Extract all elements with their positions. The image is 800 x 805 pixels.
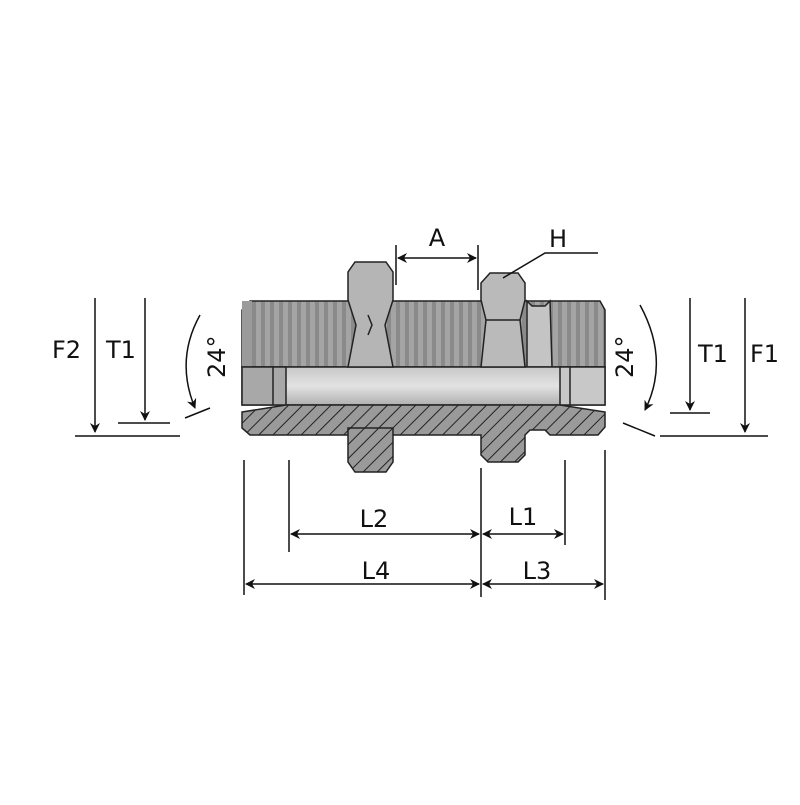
leader-H — [502, 252, 598, 279]
label-T1-right: T1 — [697, 340, 728, 368]
length-dimensions — [243, 450, 606, 600]
label-L1: L1 — [509, 503, 538, 531]
label-A: A — [429, 224, 446, 252]
label-F1: F1 — [750, 340, 779, 368]
label-L3: L3 — [523, 557, 552, 585]
label-angle-left: 24° — [203, 335, 231, 378]
label-H: H — [549, 225, 567, 253]
label-L4: L4 — [362, 557, 391, 585]
label-angle-right: 24° — [611, 335, 639, 378]
left-force-arrows — [75, 298, 211, 437]
label-L2: L2 — [360, 505, 389, 533]
dimension-A — [395, 245, 479, 290]
label-F2: F2 — [52, 336, 81, 364]
fitting-body — [241, 261, 606, 473]
right-force-arrows — [622, 298, 768, 437]
label-T1-left: T1 — [105, 336, 136, 364]
